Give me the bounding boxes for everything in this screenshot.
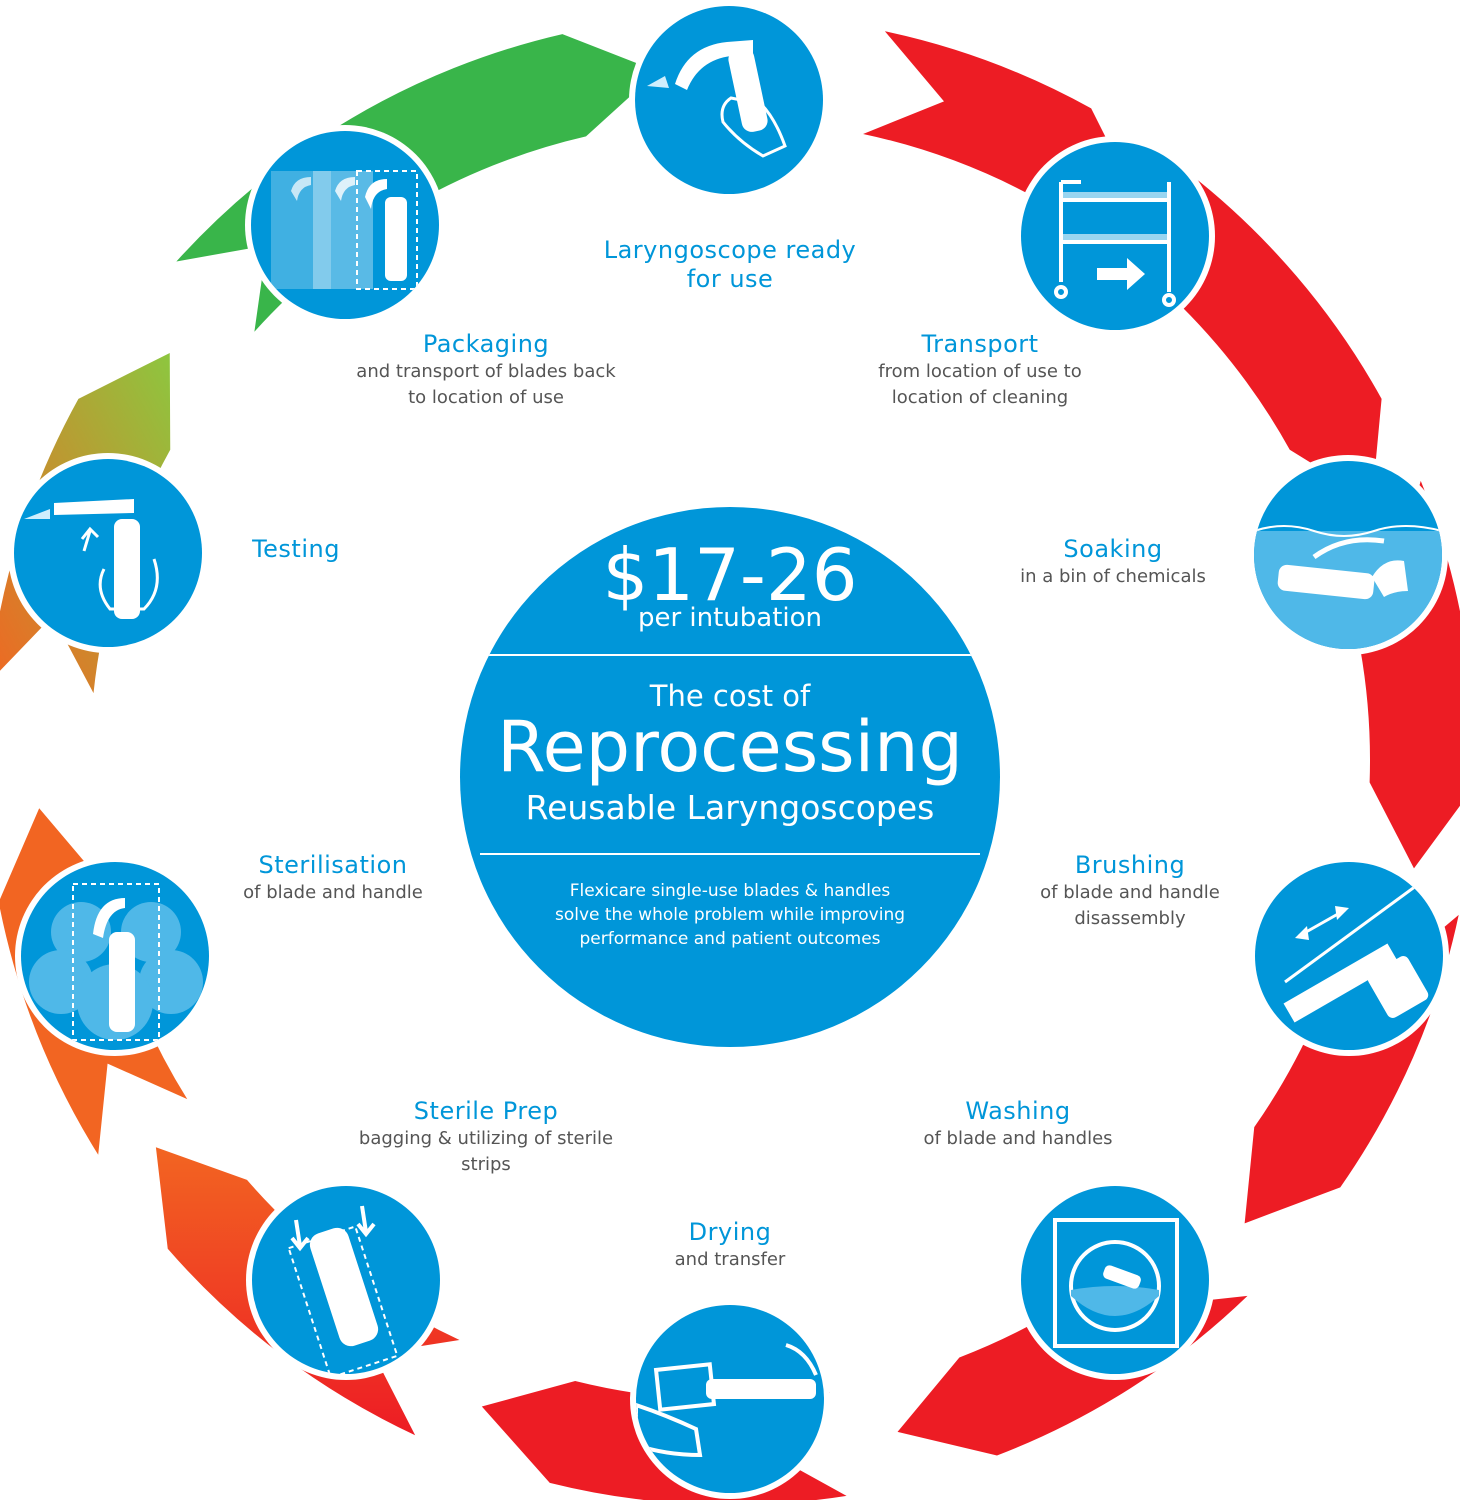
step-desc: of blade and handle disassembly bbox=[1040, 882, 1220, 929]
packaging-icon bbox=[271, 170, 418, 290]
step-node-testing bbox=[8, 453, 208, 653]
hub-per-intubation: per intubation bbox=[637, 603, 823, 633]
step-title: Washing bbox=[965, 1097, 1071, 1125]
step-node-soaking bbox=[1248, 455, 1448, 655]
step-desc: from location of use to location of clea… bbox=[878, 361, 1082, 408]
hub-price: $17-26 bbox=[602, 533, 858, 617]
brush-icon bbox=[1283, 870, 1436, 1023]
step-title: Soaking bbox=[1063, 535, 1163, 563]
step-label-brushing: Brushing of blade and handle disassembly bbox=[1018, 851, 1242, 932]
step-desc: of blade and handle bbox=[243, 882, 423, 903]
step-node-ready bbox=[629, 0, 829, 200]
step-title: Drying bbox=[688, 1218, 772, 1246]
step-desc: bagging & utilizing of sterile strips bbox=[358, 1128, 614, 1175]
drying-towel-icon bbox=[636, 1343, 818, 1458]
step-node-washing bbox=[1015, 1180, 1215, 1380]
washing-machine-icon bbox=[1053, 1218, 1179, 1348]
hub-cost-of: The cost of bbox=[649, 679, 811, 713]
step-desc: and transfer bbox=[674, 1249, 786, 1270]
steam-sterilisation-icon bbox=[29, 883, 203, 1041]
step-node-sterilisation bbox=[15, 856, 215, 1056]
hub-note: Flexicare single-use blades & handles so… bbox=[554, 881, 906, 949]
hub-headline: Reprocessing bbox=[497, 706, 963, 788]
center-hub: $17-26 per intubation The cost of Reproc… bbox=[460, 507, 1000, 1047]
trolley-icon bbox=[1054, 180, 1176, 307]
soaking-bin-icon bbox=[1254, 525, 1442, 649]
step-label-transport: Transport from location of use to locati… bbox=[840, 330, 1120, 411]
step-label-packaging: Packaging and transport of blades back t… bbox=[356, 330, 616, 411]
step-label-soaking: Soaking in a bin of chemicals bbox=[1000, 535, 1226, 590]
step-label-sterilisation: Sterilisation of blade and handle bbox=[222, 851, 444, 906]
sterile-bag-icon bbox=[287, 1205, 399, 1374]
hub-subheadline: Reusable Laryngoscopes bbox=[525, 788, 935, 827]
step-node-drying bbox=[630, 1299, 830, 1499]
step-label-washing: Washing of blade and handles bbox=[898, 1097, 1138, 1152]
hub-divider-top bbox=[480, 654, 980, 656]
step-label-ready: Laryngoscope ready for use bbox=[600, 236, 860, 294]
step-title: Testing bbox=[252, 535, 340, 563]
step-title: Transport bbox=[921, 330, 1039, 358]
step-title: Packaging bbox=[422, 330, 550, 358]
light-test-icon bbox=[24, 499, 159, 619]
step-title: Sterilisation bbox=[258, 851, 408, 879]
step-title: Brushing bbox=[1074, 851, 1186, 879]
laryngoscope-hand-icon bbox=[647, 40, 787, 158]
cycle-arrow-1 bbox=[1124, 172, 1382, 501]
step-title: Laryngoscope ready for use bbox=[603, 236, 857, 293]
step-node-transport bbox=[1015, 136, 1215, 336]
hub-divider-bottom bbox=[480, 853, 980, 855]
step-title: Sterile Prep bbox=[413, 1097, 559, 1125]
step-desc: in a bin of chemicals bbox=[1020, 566, 1206, 587]
step-desc: of blade and handles bbox=[923, 1128, 1113, 1149]
step-label-drying: Drying and transfer bbox=[630, 1218, 830, 1273]
step-label-testing: Testing bbox=[236, 535, 356, 564]
step-node-brushing bbox=[1249, 856, 1449, 1056]
step-label-sterile-prep: Sterile Prep bagging & utilizing of ster… bbox=[356, 1097, 616, 1178]
step-node-sterile-prep bbox=[246, 1180, 446, 1380]
step-node-packaging bbox=[245, 125, 445, 325]
step-desc: and transport of blades back to location… bbox=[356, 361, 616, 408]
